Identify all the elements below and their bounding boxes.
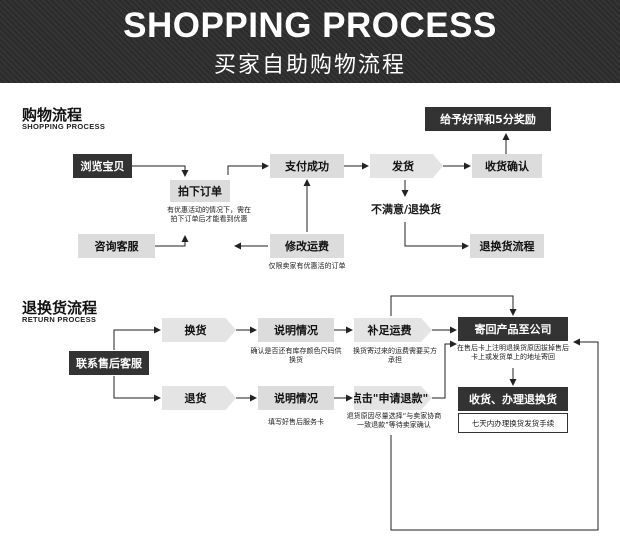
refund-step: 退货	[162, 386, 236, 410]
explain-refund-step: 说明情况	[258, 386, 334, 410]
section1-subtitle: SHOPPING PROCESS	[22, 122, 106, 131]
section2-subtitle: RETURN PROCESS	[22, 315, 97, 324]
section1-title: 购物流程	[22, 106, 83, 124]
place-order-step: 拍下订单	[170, 180, 230, 202]
confirm-receipt-step: 收货确认	[472, 154, 542, 178]
explain-exchange-step: 说明情况	[258, 318, 334, 342]
unsatisfied-step: 不满意/退换货	[370, 203, 442, 216]
supplement-shipping-note: 换货寄过来的运费需要买方承担	[353, 347, 437, 364]
browse-step: 浏览宝贝	[73, 154, 132, 178]
modify-shipping-step: 修改运费	[270, 234, 344, 258]
order-note: 有优惠活动的情况下，需在拍下订单后才能看到优惠	[167, 206, 251, 223]
consult-step: 咨询客服	[78, 234, 155, 258]
explain-refund-note: 填写好售后服务卡	[268, 418, 324, 426]
return-process-step: 退换货流程	[470, 234, 544, 258]
modify-shipping-note: 仅限卖家有优惠活的订单	[268, 262, 346, 270]
send-back-step: 寄回产品至公司	[458, 317, 568, 341]
banner-title: SHOPPING PROCESS	[123, 6, 497, 45]
apply-refund-note: 退货原因尽量选择“与卖家协商一致退款”等待卖家确认	[346, 412, 442, 429]
reward-step: 给予好评和5分奖励	[425, 107, 551, 131]
contact-service-step: 联系售后客服	[69, 351, 149, 375]
apply-refund-step: 点击"申请退款"	[354, 386, 432, 410]
header-banner: SHOPPING PROCESS 买家自助购物流程	[0, 0, 620, 83]
receive-process-step: 收货、办理退换货	[458, 387, 568, 411]
section2-title: 退换货流程	[22, 299, 98, 317]
receive-process-note: 七天内办理换货发货手续	[458, 413, 568, 433]
banner-subtitle: 买家自助购物流程	[213, 53, 406, 78]
ship-step: 发货	[370, 154, 443, 178]
explain-exchange-note: 确认是否还有库存颜色尺码供换货	[250, 347, 342, 364]
exchange-step: 换货	[162, 318, 236, 342]
payment-step: 支付成功	[270, 154, 344, 178]
supplement-shipping-step: 补足运费	[354, 318, 432, 342]
send-back-note: 在售后卡上注明退换货原因拔掉售后卡上或发货单上的地址寄回	[457, 344, 569, 361]
